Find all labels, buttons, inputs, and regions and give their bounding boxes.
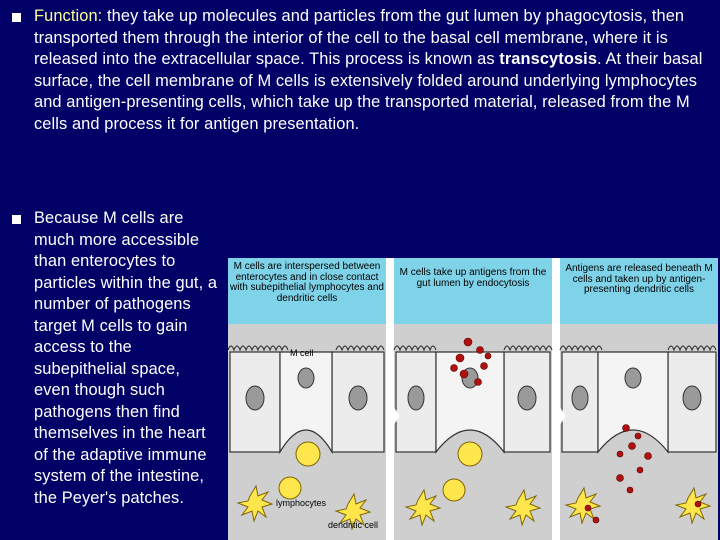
transcytosis-term: transcytosis (499, 50, 598, 68)
m-cell-label: M cell (290, 348, 314, 358)
bullet-marker (12, 13, 21, 22)
bullet-text-function: Function: they take up molecules and par… (34, 6, 714, 135)
function-text: they take up molecules and particles fro… (34, 7, 685, 68)
bullet-marker (12, 215, 21, 224)
bullet-text-pathogens: Because M cells are much more accessible… (34, 209, 218, 507)
figure-panel-1: M cells are interspersed between enteroc… (228, 258, 386, 540)
panel-1-caption: M cells are interspersed between enteroc… (228, 258, 386, 324)
figure-panel-3: Antigens are released beneath M cells an… (560, 258, 718, 540)
dendritic-cell-label: dendritic cell (328, 520, 379, 530)
panel-2-caption: M cells take up antigens from the gut lu… (394, 258, 552, 324)
function-label: Function: (34, 7, 103, 25)
arrow-icon (552, 396, 566, 436)
arrow-icon (386, 396, 400, 436)
panel-3-caption: Antigens are released beneath M cells an… (560, 258, 718, 324)
lymphocytes-label: lymphocytes (276, 498, 327, 508)
m-cell-transcytosis-figure: M cells are interspersed between enteroc… (228, 258, 718, 540)
figure-panel-2: M cells take up antigens from the gut lu… (394, 258, 552, 540)
figure-illustration (228, 258, 718, 540)
function-text-continued: . At their basal surface, the cell membr… (34, 50, 703, 133)
